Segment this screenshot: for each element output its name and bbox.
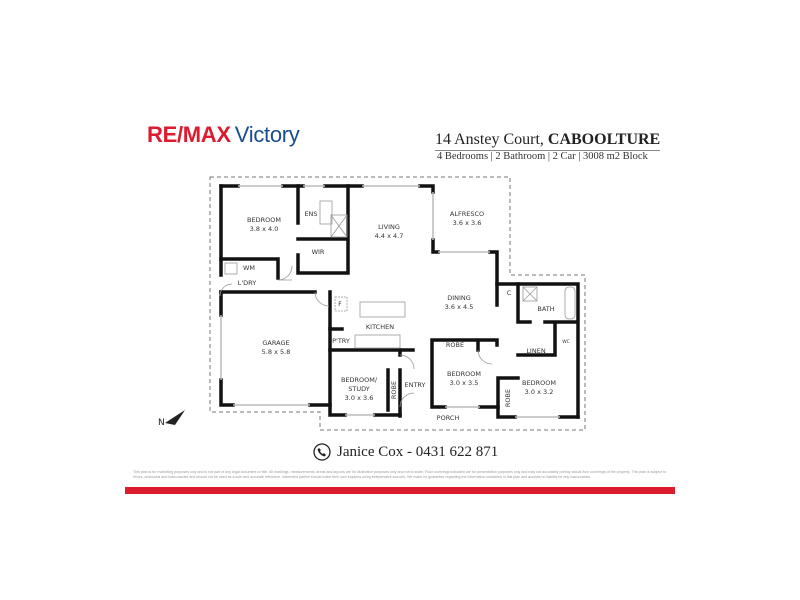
svg-text:3.0 x 3.2: 3.0 x 3.2 [525, 388, 554, 396]
svg-text:WC: WC [562, 339, 570, 345]
svg-text:WM: WM [243, 264, 255, 272]
svg-text:BEDROOM: BEDROOM [522, 379, 556, 387]
svg-text:LIVING: LIVING [378, 223, 400, 231]
svg-text:3.6 x 4.5: 3.6 x 4.5 [445, 303, 474, 311]
svg-text:LINEN: LINEN [526, 347, 546, 355]
svg-text:BATH: BATH [537, 305, 554, 313]
svg-text:L'DRY: L'DRY [238, 279, 257, 287]
fixtures [219, 200, 576, 408]
svg-text:STUDY: STUDY [348, 385, 370, 393]
svg-text:PORCH: PORCH [437, 414, 460, 422]
windows [220, 185, 560, 418]
phone-icon [313, 443, 331, 461]
property-boundary [209, 176, 586, 431]
walls [219, 184, 580, 419]
svg-text:GARAGE: GARAGE [262, 339, 289, 347]
north-arrow-icon: N [158, 410, 185, 428]
svg-text:3.6 x 3.6: 3.6 x 3.6 [453, 219, 482, 227]
svg-text:DINING: DINING [447, 294, 471, 302]
svg-text:3.8 x 4.0: 3.8 x 4.0 [250, 225, 279, 233]
footer-bar [125, 487, 675, 494]
agent-contact[interactable]: Janice Cox - 0431 622 871 [313, 443, 498, 461]
svg-text:P'TRY: P'TRY [332, 337, 350, 345]
svg-text:BEDROOM: BEDROOM [447, 370, 481, 378]
svg-text:ALFRESCO: ALFRESCO [450, 210, 484, 218]
svg-text:ROBE: ROBE [504, 389, 512, 407]
property-address: 14 Anstey Court, CABOOLTURE [435, 131, 661, 151]
svg-text:3.0 x 3.6: 3.0 x 3.6 [345, 394, 374, 402]
property-summary: 4 Bedrooms | 2 Bathroom | 2 Car | 3008 m… [437, 151, 648, 162]
svg-text:5.8 x 5.8: 5.8 x 5.8 [262, 348, 291, 356]
svg-text:WIR: WIR [312, 248, 325, 256]
svg-text:BEDROOM: BEDROOM [247, 216, 281, 224]
svg-text:F: F [338, 300, 342, 308]
svg-text:ROBE: ROBE [446, 341, 464, 349]
svg-text:ENTRY: ENTRY [404, 381, 425, 389]
svg-text:ENS: ENS [304, 210, 317, 218]
svg-text:ROBE: ROBE [390, 381, 398, 399]
svg-text:KITCHEN: KITCHEN [366, 323, 394, 331]
disclaimer: This plan is for marketing purposes only… [133, 470, 667, 479]
svg-text:C: C [507, 289, 512, 297]
svg-text:N: N [158, 418, 165, 428]
svg-text:4.4 x 4.7: 4.4 x 4.7 [375, 232, 404, 240]
svg-text:3.0 x 3.5: 3.0 x 3.5 [450, 379, 479, 387]
svg-text:BEDROOM/: BEDROOM/ [341, 376, 378, 384]
